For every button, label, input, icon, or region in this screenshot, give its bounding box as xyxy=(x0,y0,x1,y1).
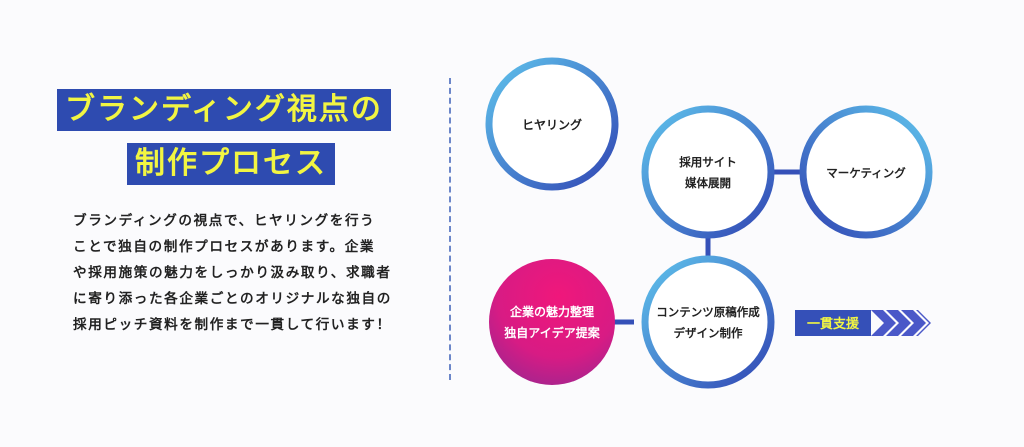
dashed-divider xyxy=(449,78,451,380)
node-content-label-1: コンテンツ原稿作成 xyxy=(656,305,760,319)
description-line: に寄り添った各企業ごとのオリジナルな独自の xyxy=(73,291,392,307)
node-media-label-2: 媒体展開 xyxy=(684,176,731,190)
page-title-line-1: ブランディング視点の xyxy=(57,89,391,131)
node-attraction-label-1: 企業の魅力整理 xyxy=(509,304,594,319)
node-marketing-label: マーケティング xyxy=(826,166,906,180)
node-content-label-2: デザイン制作 xyxy=(674,326,743,340)
badge-label: 一貫支援 xyxy=(807,316,860,332)
description-line: ブランディングの視点で、ヒヤリングを行う xyxy=(73,213,376,229)
description-line: ことで独自の制作プロセスがあります。企業 xyxy=(73,239,376,255)
description-line: 採用ピッチ資料を制作まで一貫して行います！ xyxy=(73,317,392,333)
node-attraction: 企業の魅力整理 独自アイデア提案 xyxy=(489,259,615,385)
node-media: 採用サイト 媒体展開 xyxy=(641,105,775,239)
description-line: や採用施策の魅力をしっかり汲み取り、求職者 xyxy=(73,265,392,281)
node-media-label-1: 採用サイト xyxy=(679,155,737,169)
description: ブランディングの視点で、ヒヤリングを行う ことで独自の制作プロセスがあります。企… xyxy=(73,208,423,338)
node-hearing: ヒヤリング xyxy=(485,57,619,191)
node-content: コンテンツ原稿作成 デザイン制作 xyxy=(641,255,775,389)
node-hearing-label: ヒヤリング xyxy=(522,117,582,132)
integrated-support-badge: 一貫支援 xyxy=(795,310,931,336)
intro-panel: ブランディング視点の 制作プロセス ブランディングの視点で、ヒヤリングを行う こ… xyxy=(0,0,450,447)
chevron-arrows-icon xyxy=(871,310,931,336)
page-title-line-2: 制作プロセス xyxy=(127,143,335,185)
node-attraction-label-2: 独自アイデア提案 xyxy=(503,325,600,340)
node-marketing: マーケティング xyxy=(799,105,933,239)
